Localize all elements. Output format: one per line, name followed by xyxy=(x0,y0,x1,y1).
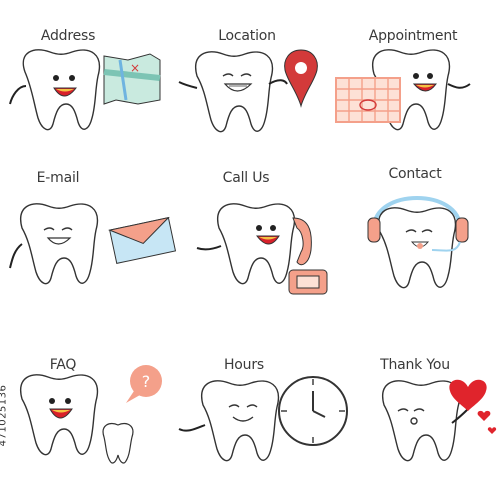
email-label: E-mail xyxy=(36,170,80,186)
svg-text:×: × xyxy=(130,61,140,75)
address-label: Address xyxy=(40,28,96,44)
tooth-icon xyxy=(217,203,296,285)
tooth-icon xyxy=(378,207,457,289)
clock-icon xyxy=(278,376,348,446)
location-tile: Location xyxy=(167,0,333,166)
hours-label: Hours xyxy=(223,357,265,373)
location-pin-icon xyxy=(284,49,318,108)
tooth-arm xyxy=(9,85,27,105)
email-tile: E-mail xyxy=(0,166,177,332)
map-icon xyxy=(103,53,161,105)
heart-balloon-icon xyxy=(449,379,487,411)
call-us-tile: Call Us xyxy=(167,166,333,332)
phone-icon xyxy=(288,217,328,295)
small-tooth-icon xyxy=(102,422,134,464)
appointment-label: Appointment xyxy=(368,28,458,44)
thank-you-label: Thank You xyxy=(380,357,450,373)
call-us-label: Call Us xyxy=(222,170,270,186)
tooth-icon xyxy=(195,51,274,133)
hours-tile: Hours xyxy=(167,333,348,499)
faq-tile: FAQ ? xyxy=(0,333,166,499)
calendar-icon xyxy=(335,77,401,123)
location-label: Location xyxy=(218,28,276,44)
contact-label: Contact xyxy=(388,166,442,182)
appointment-illustration xyxy=(335,49,471,131)
contact-tile: Contact xyxy=(334,166,500,332)
faq-label: FAQ xyxy=(49,357,77,373)
address-tile: Address × xyxy=(0,0,166,166)
contact-illustration xyxy=(367,196,469,289)
appointment-tile: Appointment xyxy=(334,0,500,166)
faq-illustration: ? xyxy=(20,365,162,464)
watermark-id: 471025136 xyxy=(0,384,9,447)
headset-band-icon xyxy=(372,196,462,229)
address-illustration: × xyxy=(9,49,161,131)
faq-question-mark: ? xyxy=(142,372,151,391)
thank-you-tile: Thank You xyxy=(334,333,500,499)
headset-ear-left xyxy=(367,217,381,243)
envelope-icon xyxy=(107,216,177,264)
headset-ear-right xyxy=(455,217,469,243)
location-illustration xyxy=(178,49,318,133)
email-illustration xyxy=(9,203,177,285)
hours-illustration xyxy=(178,376,348,462)
tiny-heart-icon xyxy=(487,427,497,434)
small-heart-icon xyxy=(477,410,491,421)
call-us-illustration xyxy=(196,203,328,295)
speech-bubble-icon: ? xyxy=(126,365,162,403)
tooth-icon xyxy=(382,380,461,462)
thank-you-illustration xyxy=(382,379,497,462)
